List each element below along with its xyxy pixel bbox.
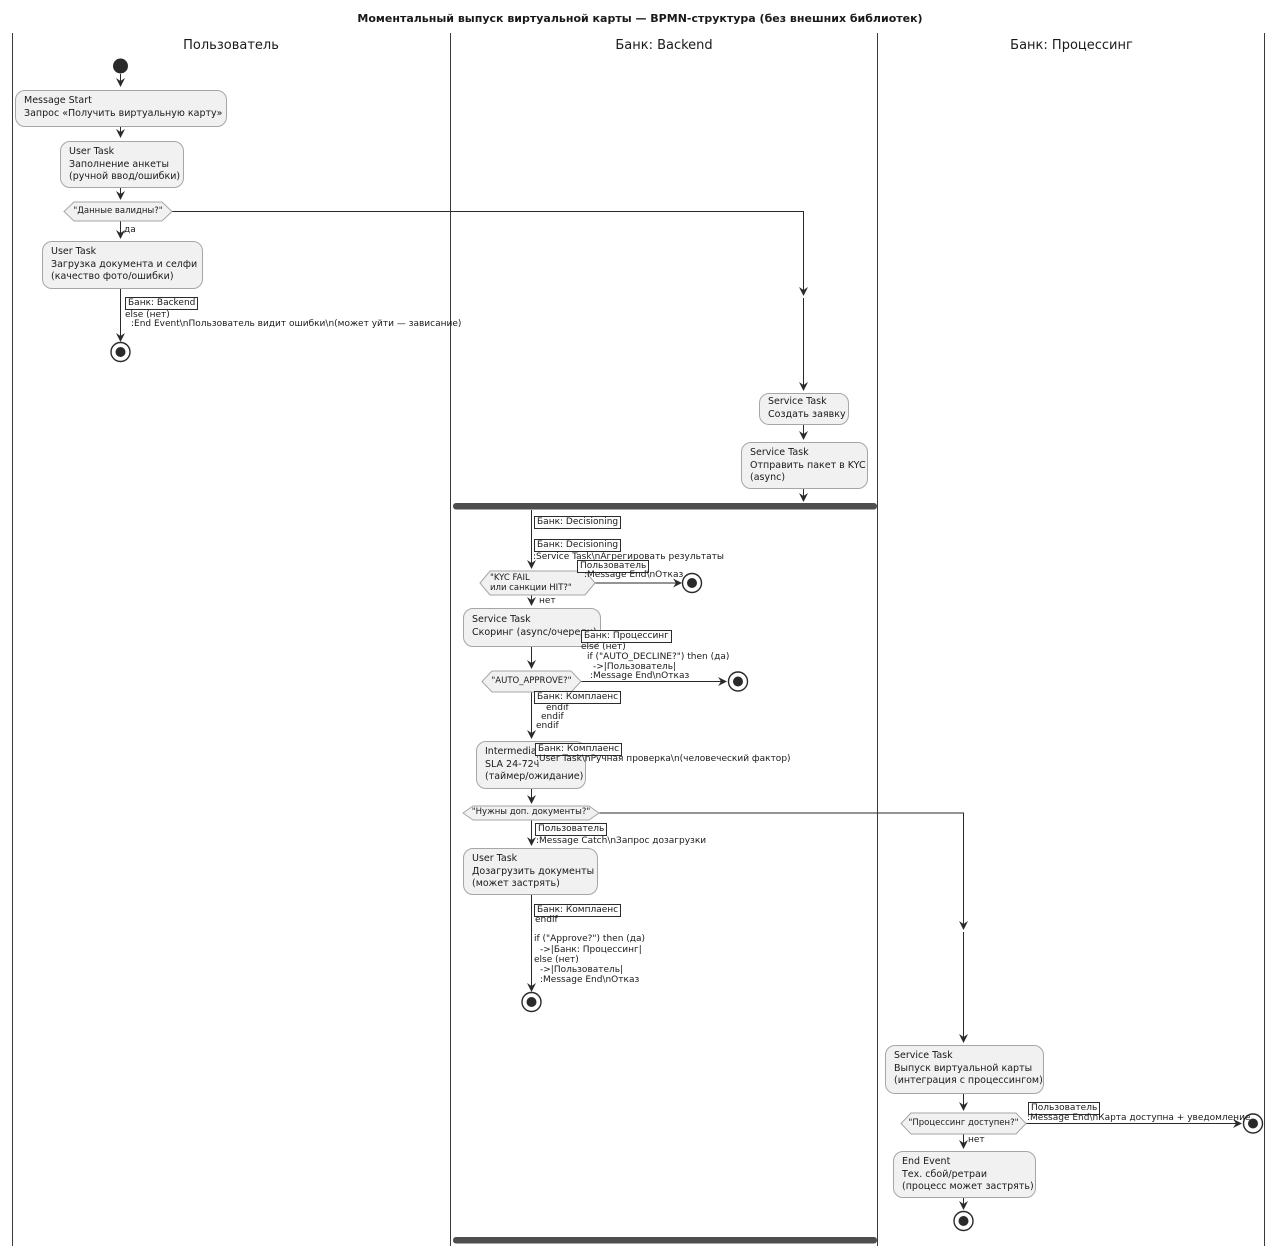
task-create-request: Service Task Создать заявку (759, 393, 849, 425)
end-node-compliance (521, 991, 542, 1013)
flow-valid-to-backend-a (172, 211, 808, 296)
edge-label-user-task-manual: :User Task\nРучная проверка\n(человеческ… (536, 754, 791, 764)
edge-label-else-no: else (нет) (534, 955, 579, 965)
task-line: Создать заявку (768, 408, 846, 420)
edge-label-goto-processing: ->|Банк: Процессинг| (540, 945, 642, 955)
task-line: (качество фото/ошибки) (51, 271, 174, 283)
edge-label-endif: endif (536, 721, 559, 731)
partition-label-compliance: Банк: Комплаенс (534, 691, 622, 704)
task-line: User Task (472, 853, 518, 864)
diagram-title: Моментальный выпуск виртуальной карты — … (357, 12, 923, 25)
edge-label-message-end-card: :Message End\nКарта доступна + уведомлен… (1027, 1113, 1251, 1123)
edge-label-else-no: else (нет) (125, 310, 170, 320)
task-line: Отправить пакет в KYC (750, 459, 866, 471)
edge-label-if-approve: if ("Approve?") then (да) (534, 934, 646, 944)
task-line: User Task (69, 146, 115, 157)
join-bar (453, 1237, 877, 1244)
decision-line: "KYC FAIL (490, 572, 530, 583)
task-reupload-docs: User Task Дозагрузить документы (может з… (463, 848, 598, 895)
task-line: (процесс может застрять) (902, 1181, 1034, 1193)
task-line: Intermediate Timer (485, 746, 577, 757)
edge-label-else-no: else (нет) (581, 642, 626, 652)
task-line: Service Task (750, 447, 809, 458)
partition-label-compliance: Банк: Комплаенс (535, 743, 623, 756)
task-line: Выпуск виртуальной карты (894, 1062, 1033, 1074)
decision-auto-approve: "AUTO_APPROVE?" (491, 676, 572, 687)
decision-data-valid-shape (63, 201, 173, 222)
partition-label-user: Пользователь (577, 560, 650, 573)
edge-label-if-auto-decline: if ("AUTO_DECLINE?") then (да) (587, 652, 730, 662)
task-line: Message Start (24, 95, 92, 106)
end-node-card-issued (1242, 1113, 1264, 1134)
task-line: (интеграция с процессингом) (894, 1075, 1043, 1087)
edge-label-endif: endif (535, 915, 558, 925)
task-line: Загрузка документа и селфи (51, 258, 198, 270)
partition-label-processing: Банк: Процессинг (581, 630, 672, 643)
partition-label-user: Пользователь (535, 823, 608, 836)
edge-label-message-end-deny: :Message End\nОтказ (584, 570, 684, 580)
decision-kyc-fail: "KYC FAIL или санкции HIT?" (480, 571, 595, 595)
task-end-event-failure: End Event Тех. сбой/ретраи (процесс може… (893, 1151, 1036, 1198)
task-line: Дозагрузить документы (472, 865, 595, 877)
task-fill-form: User Task Заполнение анкеты (ручной ввод… (60, 141, 184, 188)
task-line: Service Task (472, 614, 531, 625)
decision-need-docs: "Нужны доп. документы?" (471, 807, 591, 818)
decision-data-valid: "Данные валидны?" (73, 206, 163, 217)
decision-processing-up-shape (900, 1112, 1027, 1135)
task-line: Заполнение анкеты (69, 158, 169, 170)
end-node-auto-decline (727, 671, 749, 692)
task-line: Запрос «Получить виртуальную карту» (24, 107, 223, 119)
partition-label-decisioning: Банк: Decisioning (534, 539, 622, 552)
decision-processing-up: "Процессинг доступен?" (908, 1118, 1019, 1129)
edge-label-service-aggregate: :Service Task\nАгрегировать результаты (533, 552, 724, 562)
task-send-kyc: Service Task Отправить пакет в KYC (asyn… (741, 442, 868, 489)
edge-label-message-end-deny: :Message End\nОтказ (540, 975, 640, 985)
edge-label-goto-user: ->|Пользователь| (540, 965, 624, 975)
partition-label-backend: Банк: Backend (125, 297, 199, 310)
edge-label-endif: endif (541, 712, 564, 722)
task-line: Service Task (894, 1050, 953, 1061)
partition-label-decisioning: Банк: Decisioning (534, 516, 622, 529)
edge-label-message-catch: :Message Catch\nЗапрос дозагрузки (536, 836, 707, 846)
end-node-tech-failure (953, 1210, 974, 1232)
task-line: (ручной ввод/ошибки) (69, 171, 181, 183)
partition-label-user: Пользователь (1028, 1102, 1101, 1115)
task-message-start: Message Start Запрос «Получить виртуальн… (15, 90, 227, 127)
task-line: Скоринг (async/очереди) (472, 626, 597, 638)
lane-title-user: Пользователь (183, 38, 279, 53)
flow-connectors (116, 74, 1242, 1210)
task-line: Service Task (768, 396, 827, 407)
task-line: (может застрять) (472, 878, 560, 890)
decision-line: или санкции HIT?" (490, 583, 572, 593)
swimlane-borders (12, 33, 1265, 1246)
edge-label-message-end-deny: :Message End\nОтказ (590, 671, 690, 681)
task-issue-card: Service Task Выпуск виртуальной карты (и… (885, 1045, 1044, 1094)
edge-label-no: нет (968, 1135, 985, 1145)
task-scoring: Service Task Скоринг (async/очереди) (463, 608, 601, 647)
end-node-user-errors (110, 341, 131, 363)
flow-needdocs-to-issue-a (598, 812, 968, 930)
decision-need-docs-shape (462, 805, 600, 821)
lane-title-backend: Банк: Backend (615, 38, 713, 53)
fork-bar (453, 503, 877, 510)
edge-label-end-event-errors: :End Event\nПользователь видит ошибки\n(… (131, 319, 462, 329)
edge-label-no: нет (539, 596, 556, 606)
task-line: Тех. сбой/ретраи (902, 1168, 988, 1180)
task-line: (async) (750, 472, 786, 484)
edge-label-endif: endif (546, 703, 569, 713)
task-line: (таймер/ожидание) (485, 771, 584, 783)
lane-title-processing: Банк: Процессинг (1010, 38, 1133, 53)
end-node-kyc-fail (681, 572, 703, 594)
task-line: SLA 24-72ч (485, 758, 540, 770)
task-upload-docs: User Task Загрузка документа и селфи (ка… (42, 241, 203, 289)
edge-label-yes: да (124, 225, 136, 235)
start-node (113, 58, 128, 74)
partition-label-compliance: Банк: Комплаенс (534, 904, 622, 917)
task-line: User Task (51, 246, 97, 257)
task-line: End Event (902, 1156, 951, 1167)
edge-label-goto-user: ->|Пользователь| (593, 662, 677, 672)
